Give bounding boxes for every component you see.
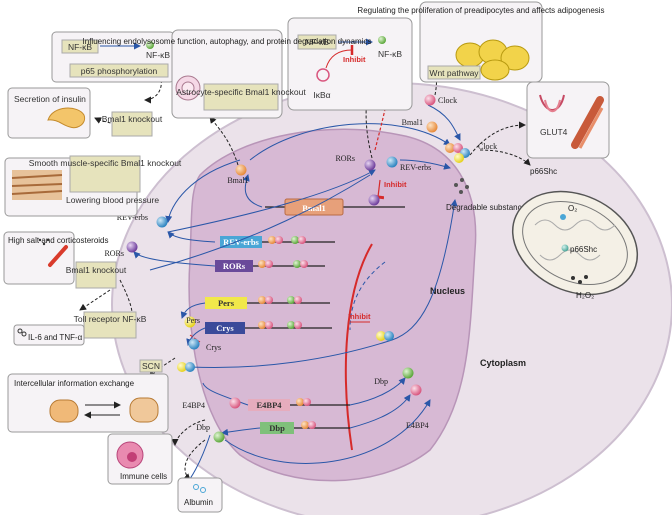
il6-box: IL-6 and TNF-α	[13, 324, 85, 346]
cytoplasm-label: Cytoplasm	[480, 358, 526, 368]
clock-1-label: Clock	[438, 96, 457, 105]
svg-text:Bmal1: Bmal1	[302, 203, 326, 213]
svg-text:Crys: Crys	[216, 323, 234, 333]
inhibit-revcerbs	[371, 179, 385, 200]
gene-revcerbs: REV-erbs	[220, 236, 335, 248]
dbp-right-label: Dbp	[374, 377, 388, 386]
crys-label: Crys	[206, 343, 221, 352]
gene-rors: RORs	[215, 260, 325, 272]
svg-text:Bmal1 knockout: Bmal1 knockout	[102, 114, 163, 124]
svg-text:Secretion of insulin: Secretion of insulin	[14, 94, 86, 104]
bmal1-ko-1: Bmal1 knockout	[102, 111, 163, 137]
gene-e4bp4: E4BP4	[248, 398, 350, 411]
smooth-muscle-box: Smooth muscle-specific Bmal1 knockout Lo…	[4, 155, 182, 217]
svg-text:GLUT4: GLUT4	[540, 127, 568, 137]
ikba-label: IκBα	[313, 90, 330, 100]
mitochondrion	[511, 190, 639, 296]
glut4-box: GLUT4	[526, 81, 610, 159]
dbp-left-label: Dbp	[196, 423, 210, 432]
preadipocyte-box: Regulating the proliferation of preadipo…	[357, 1, 605, 83]
molecules	[126, 94, 470, 443]
clock-2-label: Clock	[478, 142, 497, 151]
rors-left-label: RORs	[104, 249, 124, 258]
svg-text:NF-κB: NF-κB	[146, 50, 170, 60]
nucleus-label: Nucleus	[430, 286, 465, 296]
svg-text:Influencing endolysosome funct: Influencing endolysosome function, autop…	[83, 37, 372, 46]
highsalt-box: High salt and corticosteroids	[3, 231, 109, 285]
svg-text:Inhibit: Inhibit	[343, 55, 366, 64]
svg-text:E4BP4: E4BP4	[256, 400, 282, 410]
rors-top-label: RORs	[335, 154, 355, 163]
gene-crys: Crys	[205, 321, 332, 334]
p66shc-label-2: p66Shc	[570, 245, 597, 254]
svg-text:REV-erbs: REV-erbs	[223, 237, 259, 247]
svg-text:Toll receptor NF-κB: Toll receptor NF-κB	[74, 314, 147, 324]
insulin-box: Secretion of insulin	[7, 87, 91, 139]
svg-text:High salt and corticosteroids: High salt and corticosteroids	[8, 236, 109, 245]
svg-text:Wnt pathway: Wnt pathway	[429, 68, 479, 78]
scn-box: SCN	[139, 359, 163, 373]
intercellular-box: Intercellular information exchange	[7, 373, 169, 433]
nucleus	[188, 128, 477, 482]
bmal1-left-label: Bmal1	[227, 176, 248, 185]
svg-text:NF-κB: NF-κB	[68, 42, 92, 52]
nfkb-top-label: NF-κB	[305, 37, 329, 47]
svg-text:IL-6 and TNF-α: IL-6 and TNF-α	[28, 333, 83, 342]
svg-text:p65 phosphorylation: p65 phosphorylation	[81, 66, 158, 76]
svg-text:RORs: RORs	[223, 261, 246, 271]
svg-text:Bmal1 knockout: Bmal1 knockout	[66, 265, 127, 275]
immune-box: Immune cells	[107, 433, 173, 485]
svg-text:Smooth muscle-specific Bmal1 k: Smooth muscle-specific Bmal1 knockout	[29, 158, 182, 168]
pers-label: Pers	[186, 316, 200, 325]
svg-text:Albumin: Albumin	[184, 498, 213, 507]
albumin-box: Albumin	[177, 477, 223, 513]
endolysosome-box: Influencing endolysosome function, autop…	[83, 29, 372, 119]
revcerbs-left-label: REV-erbs	[117, 213, 148, 222]
inhibit-mid-label: Inhibit	[384, 180, 407, 189]
nfkb-top-out-label: NF-κB	[378, 49, 402, 59]
pathway-arrows	[133, 104, 461, 486]
svg-text:Intercellular information exch: Intercellular information exchange	[14, 379, 135, 388]
svg-text:Astrocyte-specific Bmal1 knock: Astrocyte-specific Bmal1 knockout	[176, 87, 306, 97]
p66shc-label-1: p66Shc	[530, 167, 557, 176]
toll-box: Toll receptor NF-κB	[74, 311, 147, 339]
e4bp4-right-label: E4BP4	[406, 421, 429, 430]
inhibit-curve	[344, 243, 373, 451]
p65-box: NF-κB NF-κB p65 phosphorylation	[51, 31, 175, 83]
svg-text:Regulating the proliferation o: Regulating the proliferation of preadipo…	[357, 6, 604, 15]
revcerbs-top-label: REV-erbs	[400, 163, 431, 172]
o2-label: O₂	[568, 204, 577, 213]
e4bp4-left-label: E4BP4	[182, 401, 205, 410]
degradable-label: Degradable substance	[446, 203, 527, 212]
svg-text:Lowering blood pressure: Lowering blood pressure	[66, 195, 159, 205]
nfkb-ikba-box: NF-κB NF-κB IκBα Inhibit	[287, 17, 413, 111]
gene-dbp: Dbp	[260, 421, 350, 434]
svg-text:Immune cells: Immune cells	[120, 472, 167, 481]
svg-text:Pers: Pers	[218, 298, 235, 308]
feedback-dashed	[349, 261, 386, 331]
inhibit-nucleus-label: Inhibit	[348, 312, 371, 321]
gene-pers: Pers	[205, 296, 330, 309]
h2o2-label: H₂O₂	[576, 291, 594, 300]
bmal1-right-label: Bmal1	[402, 118, 423, 127]
bmal1-ko-2: Bmal1 knockout	[66, 261, 127, 289]
svg-text:SCN: SCN	[142, 361, 160, 371]
svg-text:Dbp: Dbp	[269, 423, 285, 433]
